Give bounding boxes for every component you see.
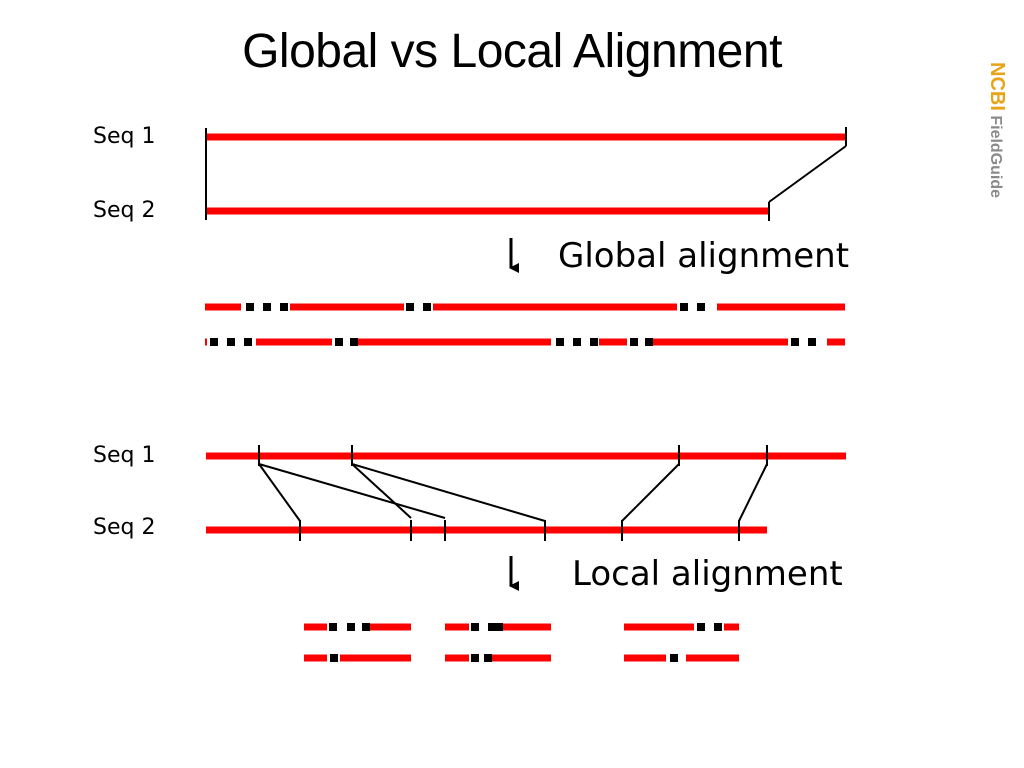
global-seq1-label: Seq 1 — [93, 124, 156, 149]
global-aligned-seq2-gap — [645, 338, 653, 346]
slide-title: Global vs Local Alignment — [242, 25, 782, 78]
global-aligned-seq2-gap — [808, 338, 816, 346]
global-aligned-seq1-gap — [246, 303, 254, 311]
local-block1-seq1-gap — [362, 623, 370, 631]
global-seq2-label: Seq 2 — [93, 198, 156, 223]
global-aligned-seq1-gap — [280, 303, 288, 311]
local-block2-seq1-gap — [488, 623, 496, 631]
local-block3-seq2-gap — [670, 654, 678, 662]
local-block2-seq1-gap — [471, 623, 479, 631]
local-connector — [351, 463, 546, 522]
local-connector — [258, 463, 446, 519]
global-end-connector — [768, 145, 847, 203]
local-block1-seq1-gap — [329, 623, 337, 631]
local-connector — [258, 463, 301, 522]
global-aligned-seq1-gap — [263, 303, 271, 311]
global-aligned-seq1-gap — [406, 303, 414, 311]
global-aligned-seq2-gap — [210, 338, 218, 346]
global-aligned-seq2-gap — [227, 338, 235, 346]
global-aligned-seq1-gap — [680, 303, 688, 311]
local-block2-seq1-gap — [495, 623, 503, 631]
global-aligned-seq2-gap — [244, 338, 252, 346]
global-aligned-seq2-gap — [350, 338, 358, 346]
global-aligned-seq1-gap — [697, 303, 705, 311]
global-aligned-seq2-gap — [590, 338, 598, 346]
global-alignment-label: Global alignment — [558, 236, 850, 276]
global-aligned-seq1-gap — [423, 303, 431, 311]
global-aligned-seq2-gap — [630, 338, 638, 346]
local-alignment-label: Local alignment — [572, 554, 843, 594]
local-seq2-label: Seq 2 — [93, 515, 156, 540]
local-block1-seq1-gap — [347, 623, 355, 631]
global-aligned-seq2-gap — [573, 338, 581, 346]
local-connector — [738, 463, 768, 522]
local-block2-seq2-gap — [471, 654, 479, 662]
global-aligned-seq2-gap — [791, 338, 799, 346]
local-block3-seq1-gap — [714, 623, 722, 631]
local-seq1-label: Seq 1 — [93, 443, 156, 468]
local-block3-seq1-gap — [697, 623, 705, 631]
local-connector — [351, 463, 412, 519]
global-aligned-seq2-gap — [335, 338, 343, 346]
global-aligned-seq2-gap — [556, 338, 564, 346]
local-connector — [621, 463, 680, 522]
local-block1-seq2-gap — [330, 654, 338, 662]
local-block2-seq2-gap — [484, 654, 492, 662]
